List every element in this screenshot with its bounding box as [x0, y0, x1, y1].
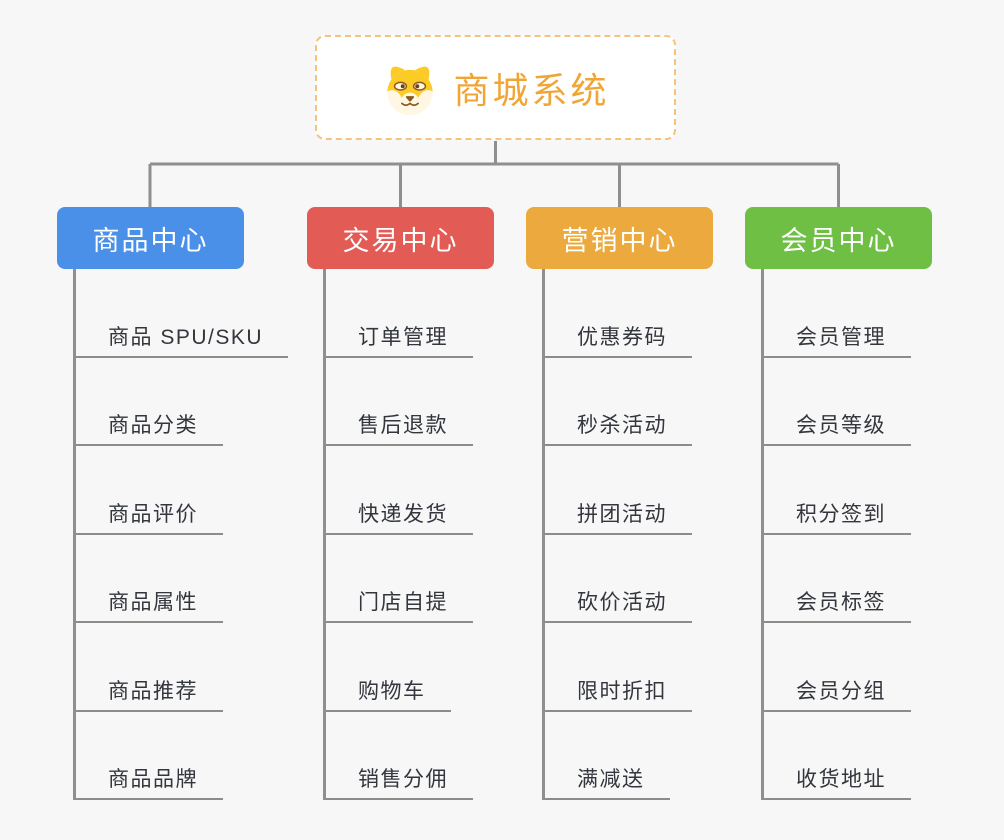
topic-node[interactable]: 满减送	[545, 712, 670, 800]
topic-node[interactable]: 购物车	[326, 623, 451, 712]
topic-node[interactable]: 商品品牌	[76, 712, 223, 800]
topic-node[interactable]: 快递发货	[326, 446, 473, 535]
topic-node[interactable]: 门店自提	[326, 535, 473, 623]
topic-node[interactable]: 商品 SPU/SKU	[76, 269, 289, 358]
root-node-label: 商城系统	[453, 69, 610, 111]
topic-node[interactable]: 销售分佣	[326, 712, 473, 800]
branch-items: 优惠券码 秒杀活动 拼团活动 砍价活动 限时折扣 满减送	[542, 269, 692, 800]
branch-trade-center: 交易中心 订单管理 售后退款 快递发货 门店自提 购物车 销售分佣	[307, 207, 494, 800]
topic-node[interactable]: 商品分类	[76, 358, 223, 446]
branch-marketing-center: 营销中心 优惠券码 秒杀活动 拼团活动 砍价活动 限时折扣 满减送	[526, 207, 713, 800]
topic-node[interactable]: 收货地址	[764, 712, 911, 800]
topic-node[interactable]: 会员等级	[764, 358, 911, 446]
topic-node[interactable]: 会员管理	[764, 269, 911, 358]
branch-label: 商品中心	[92, 225, 209, 256]
branch-items: 会员管理 会员等级 积分签到 会员标签 会员分组 收货地址	[761, 269, 911, 800]
branch-label: 交易中心	[342, 225, 459, 256]
branch-product-center: 商品中心 商品 SPU/SKU 商品分类 商品评价 商品属性 商品推荐 商品品牌	[57, 207, 289, 800]
topic-node[interactable]: 积分签到	[764, 446, 911, 535]
topic-node[interactable]: 订单管理	[326, 269, 473, 358]
topic-node[interactable]: 拼团活动	[545, 446, 692, 535]
branch-node-trade-center[interactable]: 交易中心	[307, 207, 494, 269]
topic-node[interactable]: 商品推荐	[76, 623, 223, 712]
topic-node[interactable]: 商品属性	[76, 535, 223, 623]
root-node[interactable]: 商城系统	[315, 35, 676, 140]
topic-node[interactable]: 会员标签	[764, 535, 911, 623]
branch-member-center: 会员中心 会员管理 会员等级 积分签到 会员标签 会员分组 收货地址	[745, 207, 932, 800]
branch-node-product-center[interactable]: 商品中心	[57, 207, 244, 269]
topic-node[interactable]: 砍价活动	[545, 535, 692, 623]
branch-items: 订单管理 售后退款 快递发货 门店自提 购物车 销售分佣	[323, 269, 473, 800]
topic-node[interactable]: 优惠券码	[545, 269, 692, 358]
dog-face-icon	[387, 66, 434, 115]
topic-node[interactable]: 会员分组	[764, 623, 911, 712]
branch-node-member-center[interactable]: 会员中心	[745, 207, 932, 269]
branch-label: 会员中心	[780, 225, 897, 256]
topic-node[interactable]: 限时折扣	[545, 623, 692, 712]
branch-label: 营销中心	[561, 225, 678, 256]
topic-node[interactable]: 秒杀活动	[545, 358, 692, 446]
branch-items: 商品 SPU/SKU 商品分类 商品评价 商品属性 商品推荐 商品品牌	[73, 269, 289, 800]
topic-node[interactable]: 商品评价	[76, 446, 223, 535]
topic-node[interactable]: 售后退款	[326, 358, 473, 446]
branch-node-marketing-center[interactable]: 营销中心	[526, 207, 713, 269]
